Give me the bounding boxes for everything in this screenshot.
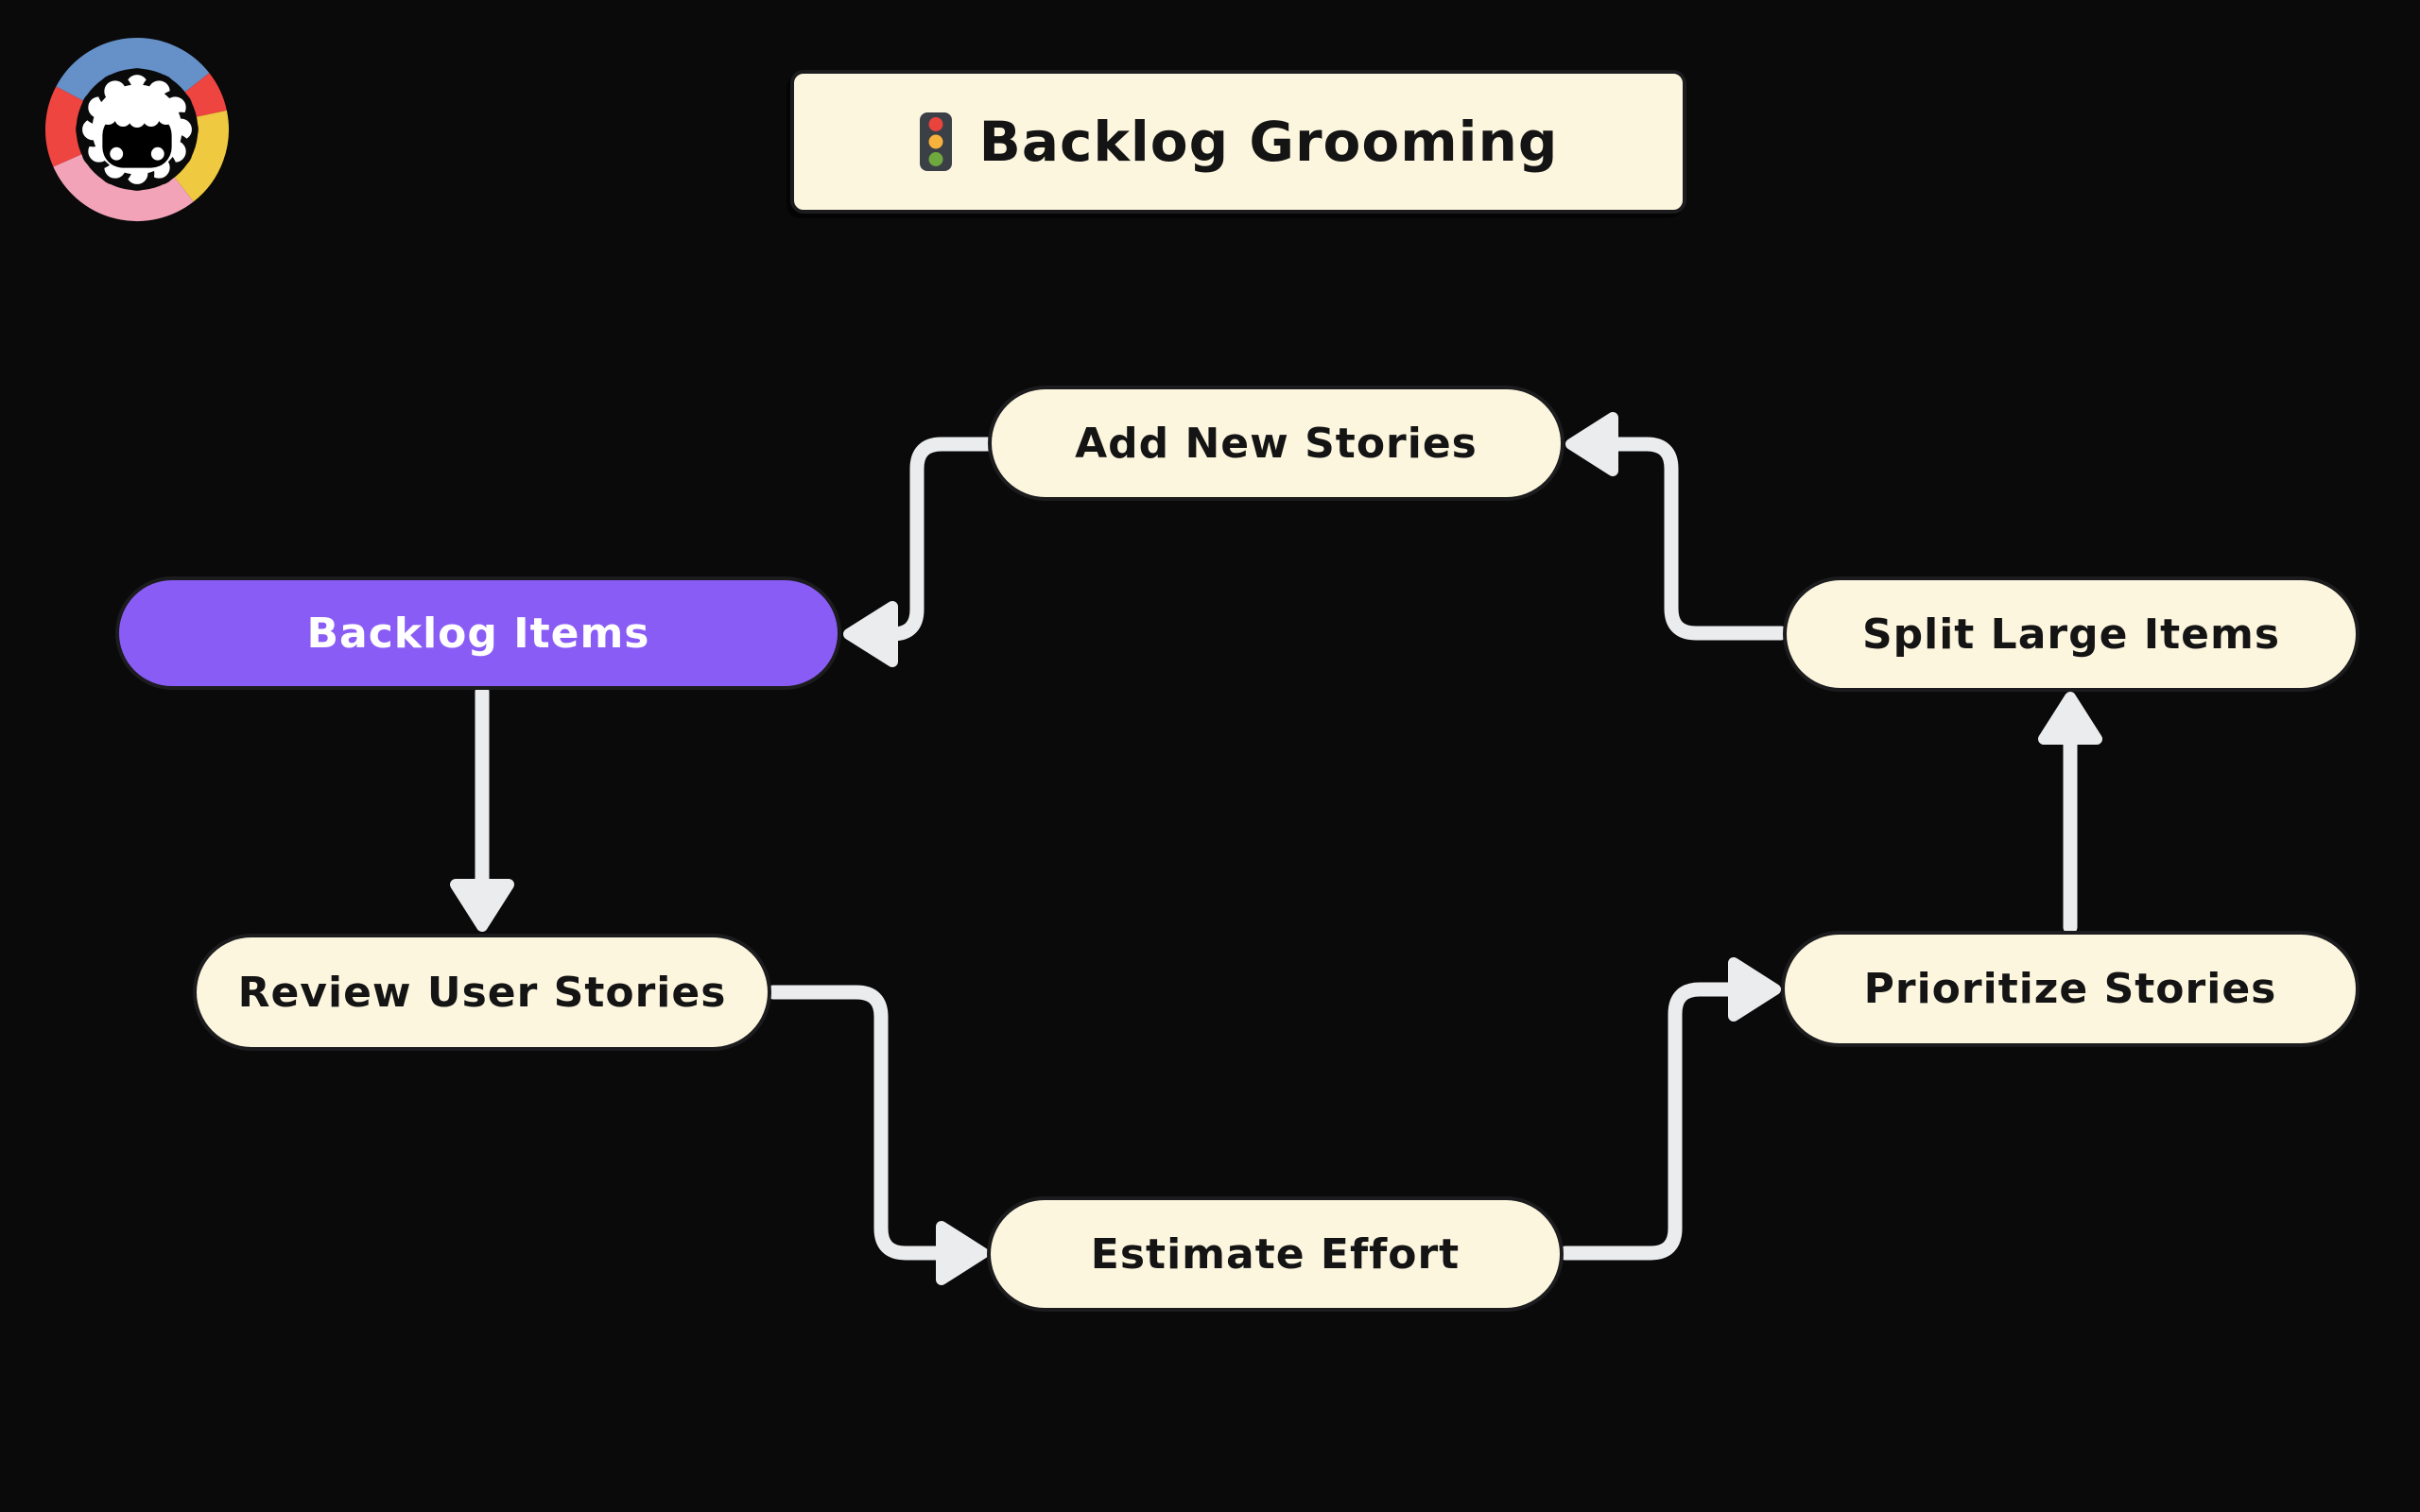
node-label: Add New Stories bbox=[1075, 419, 1478, 468]
node-label: Prioritize Stories bbox=[1863, 965, 2277, 1013]
edge-estimate-effort-to-prioritize-stories bbox=[1558, 957, 1781, 1261]
edge-prioritize-stories-to-split-large-items bbox=[2038, 692, 2102, 935]
node-label: Backlog Items bbox=[306, 609, 650, 658]
sheep-mascot-logo[interactable] bbox=[43, 36, 231, 223]
node-label: Split Large Items bbox=[1861, 610, 2281, 659]
edge-split-large-items-to-add-new-stories bbox=[1565, 412, 1789, 641]
sheep-logo-graphic bbox=[45, 38, 229, 221]
page-title: Backlog Grooming bbox=[978, 110, 1559, 174]
node-review-user-stories[interactable]: Review User Stories bbox=[193, 934, 771, 1051]
node-backlog-items[interactable]: Backlog Items bbox=[115, 576, 841, 690]
node-label: Review User Stories bbox=[237, 968, 727, 1017]
node-add-new-stories[interactable]: Add New Stories bbox=[988, 386, 1564, 501]
node-prioritize-stories[interactable]: Prioritize Stories bbox=[1781, 931, 2360, 1047]
node-label: Estimate Effort bbox=[1090, 1229, 1461, 1279]
edge-backlog-items-to-review-user-stories bbox=[450, 684, 514, 932]
edge-add-new-stories-to-backlog-items bbox=[843, 437, 995, 667]
node-split-large-items[interactable]: Split Large Items bbox=[1783, 576, 2360, 692]
edge-review-user-stories-to-estimate-effort bbox=[766, 985, 989, 1285]
diagram-title-box: Backlog Grooming bbox=[790, 70, 1686, 214]
node-estimate-effort[interactable]: Estimate Effort bbox=[987, 1196, 1564, 1312]
traffic-light-icon bbox=[919, 112, 952, 171]
